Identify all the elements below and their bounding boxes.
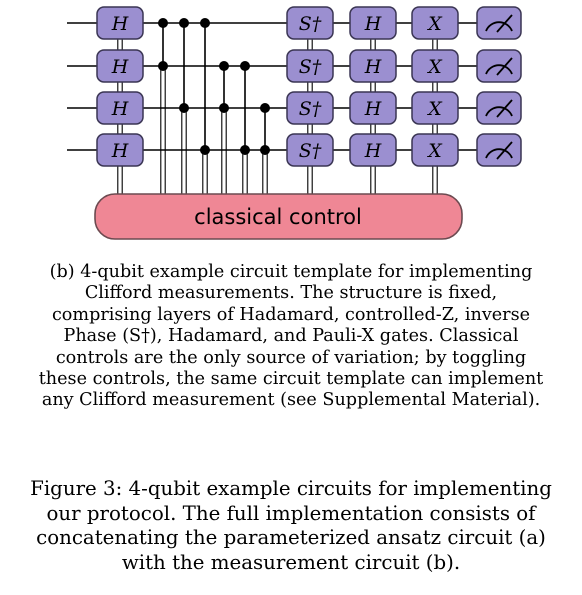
meter-needle (496, 99, 513, 118)
meter-icon (476, 133, 522, 167)
gate-box (349, 49, 397, 83)
pauli-x-gate: X (411, 49, 459, 83)
gate-box (96, 91, 144, 125)
figure-caption-line: concatenating the parameterized ansatz c… (36, 526, 546, 549)
gate-label: H (364, 140, 382, 162)
gate-box (286, 91, 334, 125)
gate-label: S† (299, 56, 322, 78)
gate-box (286, 6, 334, 40)
hadamard-gate: H (349, 133, 397, 167)
qubit-wires (67, 22, 478, 151)
gate-label: H (111, 140, 129, 162)
classical-control-box: classical control (94, 193, 463, 240)
hadamard-gate: H (349, 91, 397, 125)
controlled-z-layer (158, 18, 270, 155)
gate-box (411, 6, 459, 40)
gate-label: H (364, 13, 382, 35)
gate-label: X (426, 98, 443, 120)
figure-caption-line: our protocol. The full implementation co… (46, 501, 536, 525)
figure-caption: Figure 3: 4-qubit example circuits for i… (0, 477, 582, 575)
meter-icon (476, 49, 522, 83)
pauli-x-gate: X (411, 91, 459, 125)
figure-caption-line: Figure 3: 4-qubit example circuits for i… (30, 477, 552, 500)
gate-box (96, 6, 144, 40)
gate-label: X (426, 56, 443, 78)
pauli-x-gate: X (411, 6, 459, 40)
cz-control-dot (240, 61, 250, 71)
gate-label: S† (299, 13, 322, 35)
cz-control-dot (240, 145, 250, 155)
subcaption-line: controls are the only source of variatio… (55, 347, 527, 368)
gate-box (349, 133, 397, 167)
subcaption-line: any Clifford measurement (see Supplement… (41, 390, 541, 411)
gate-box (286, 133, 334, 167)
meter-needle (496, 141, 513, 160)
gate-box (411, 91, 459, 125)
meter-icon (476, 6, 522, 40)
meter-icon (476, 91, 522, 125)
gate-label: S† (299, 98, 322, 120)
gate-box (349, 6, 397, 40)
s-dagger-gate: S† (286, 6, 334, 40)
gate-box (411, 133, 459, 167)
cz-control-dot (260, 103, 270, 113)
gate-label: X (426, 13, 443, 35)
cz-control-dot (179, 18, 189, 28)
subcaption-line: these controls, the same circuit templat… (38, 369, 544, 390)
gate-label: H (364, 98, 382, 120)
figure-caption-line: with the measurement circuit (b). (121, 550, 461, 574)
cz-control-dot (158, 61, 168, 71)
meter-needle (496, 57, 513, 76)
hadamard-gate: H (96, 49, 144, 83)
gate-box (286, 49, 334, 83)
gate-label: H (364, 56, 382, 78)
measurement-layer (476, 6, 522, 167)
classical-control-rect (94, 193, 463, 240)
subcaption-line: comprising layers of Hadamard, controlle… (51, 304, 531, 325)
hadamard-gate: H (349, 49, 397, 83)
cz-control-dot (260, 145, 270, 155)
pauli-x-gate: X (411, 133, 459, 167)
hadamard-gate: H (96, 133, 144, 167)
subcaption-line: Clifford measurements. The structure is … (84, 283, 498, 304)
gate-box (96, 133, 144, 167)
s-dagger-gate: S† (286, 49, 334, 83)
gate-label: S† (299, 140, 322, 162)
classical-control-label: classical control (194, 205, 362, 229)
hadamard-gate: H (349, 6, 397, 40)
subcaption: (b) 4-qubit example circuit template for… (0, 262, 582, 412)
meter-arc (485, 148, 513, 159)
gate-box (96, 49, 144, 83)
cz-control-dot (200, 145, 210, 155)
meter-needle (496, 14, 513, 33)
gate-label: H (111, 13, 129, 35)
cz-control-dot (200, 18, 210, 28)
s-dagger-gate: S† (286, 133, 334, 167)
s-dagger-gate: S† (286, 91, 334, 125)
cz-control-dot (158, 18, 168, 28)
subcaption-line: (b) 4-qubit example circuit template for… (49, 262, 533, 282)
cz-control-dot (179, 103, 189, 113)
subcaption-line: Phase (S†), Hadamard, and Pauli-X gates.… (63, 326, 519, 347)
gate-label: H (111, 56, 129, 78)
hadamard-gate: H (96, 6, 144, 40)
meter-arc (485, 21, 513, 32)
gate-label: X (426, 140, 443, 162)
gate-box (349, 91, 397, 125)
gate-box (411, 49, 459, 83)
cz-control-dot (219, 103, 229, 113)
meter-arc (485, 64, 513, 75)
gate-label: H (111, 98, 129, 120)
hadamard-gate: H (96, 91, 144, 125)
cz-control-dot (219, 61, 229, 71)
meter-arc (485, 106, 513, 117)
